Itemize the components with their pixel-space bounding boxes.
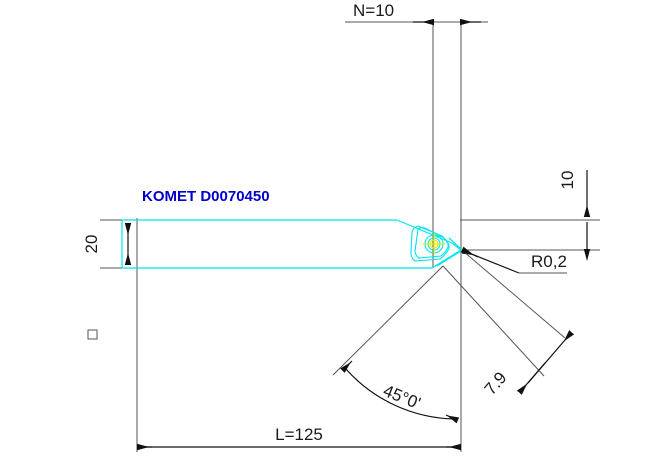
tip-arrow-cluster	[460, 246, 479, 258]
dimension-tip-height: 10	[558, 170, 591, 261]
dimension-length: L=125	[137, 425, 461, 451]
dimension-shank-height-text: 20	[82, 235, 101, 254]
dimension-corner-radius-text: R0,2	[531, 252, 567, 271]
part-label: KOMET D0070450	[142, 188, 270, 205]
dimension-angle: 45°0'	[332, 265, 460, 424]
dimension-shank-height: 20	[82, 223, 132, 265]
dimension-length-text: L=125	[275, 425, 323, 444]
dimension-insert-size-text: 7.9	[481, 368, 511, 398]
extension-lines	[100, 22, 600, 452]
square-symbol	[87, 329, 98, 340]
dimension-tip-height-text: 10	[558, 171, 577, 190]
tool-holder-outline	[121, 219, 462, 269]
dimension-corner-radius: R0,2	[461, 247, 567, 274]
dimension-n: N=10	[345, 1, 488, 26]
dimension-n-text: N=10	[353, 1, 394, 20]
center-mark-icon	[423, 233, 445, 255]
